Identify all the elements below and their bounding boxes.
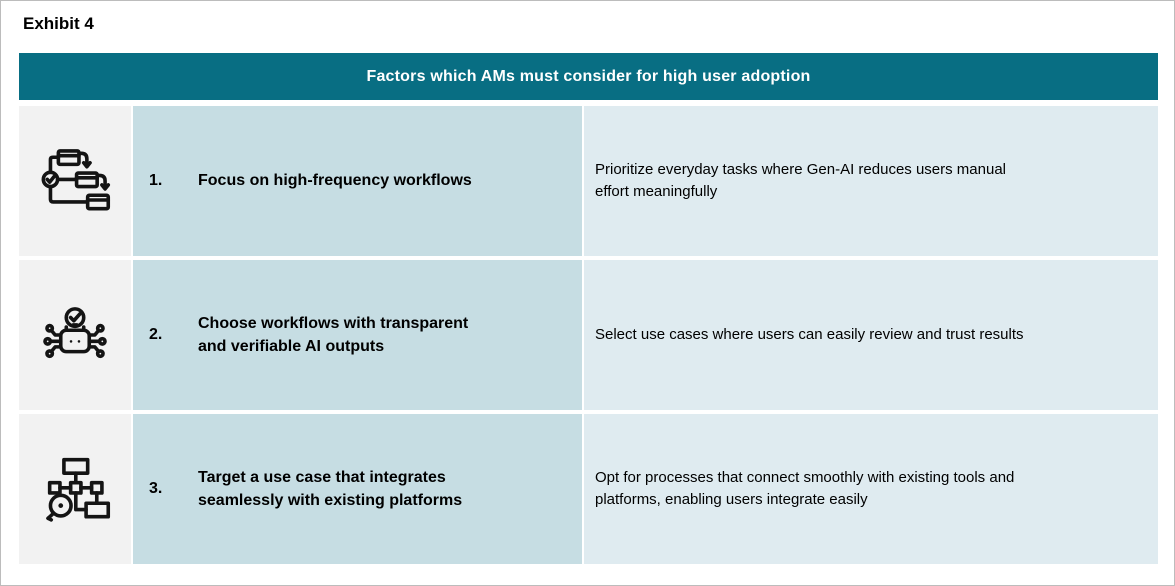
factor-number: 2.: [149, 326, 163, 343]
factor-title: Focus on high-frequency workflows: [198, 172, 472, 190]
factor-title-cell: 1. Focus on high-frequency workflows: [133, 106, 582, 256]
factor-description-cell: Select use cases where users can easily …: [584, 260, 1158, 410]
header-title: Factors which AMs must consider for high…: [366, 67, 811, 85]
icon-cell: [19, 106, 131, 256]
factor-title-cell: 3. Target a use case that integrates sea…: [133, 414, 582, 564]
table-row: 3. Target a use case that integrates sea…: [19, 414, 1158, 564]
icon-cell: [19, 414, 131, 564]
workflow-cascade-icon: [37, 141, 113, 221]
icon-cell: [19, 260, 131, 410]
factor-description-cell: Opt for processes that connect smoothly …: [584, 414, 1158, 564]
factor-number: 3.: [149, 480, 163, 497]
factor-description: Prioritize everyday tasks where Gen-AI r…: [595, 161, 1007, 200]
factor-title: Target a use case that integrates seamle…: [198, 468, 463, 509]
factor-description: Select use cases where users can easily …: [595, 326, 1024, 344]
ai-verified-output-icon: [37, 295, 113, 375]
exhibit-label: Exhibit 4: [23, 14, 94, 33]
factor-number: 1.: [149, 172, 163, 189]
platform-integration-sitemap-icon: [37, 449, 113, 529]
factor-description-cell: Prioritize everyday tasks where Gen-AI r…: [584, 106, 1158, 256]
factor-title: Choose workflows with transparent and ve…: [198, 314, 469, 355]
factors-table: 1. Focus on high-frequency workflows Pri…: [19, 106, 1158, 564]
factor-description: Opt for processes that connect smoothly …: [595, 469, 1015, 508]
table-row: 2. Choose workflows with transparent and…: [19, 260, 1158, 410]
factor-title-cell: 2. Choose workflows with transparent and…: [133, 260, 582, 410]
table-row: 1. Focus on high-frequency workflows Pri…: [19, 106, 1158, 256]
header-bar: Factors which AMs must consider for high…: [19, 53, 1158, 100]
